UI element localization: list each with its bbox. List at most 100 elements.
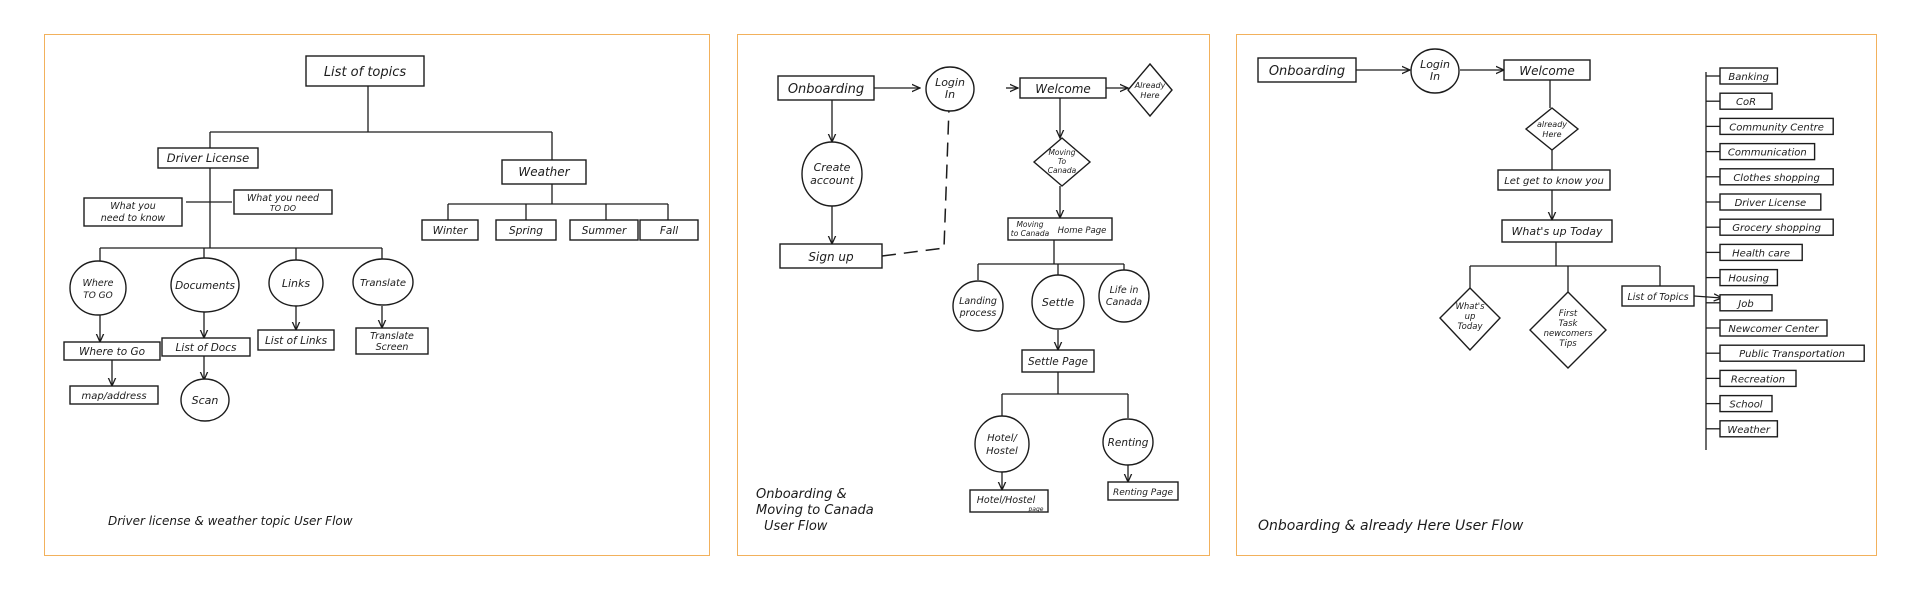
p3-list-of-topics-box: List of Topics [1621, 285, 1695, 307]
svg-text:to Canada: to Canada [1011, 229, 1050, 238]
svg-text:What's up Today: What's up Today [1512, 225, 1603, 238]
topic-box-banking: Banking [1719, 67, 1779, 85]
topic-label: CoR [1736, 97, 1756, 108]
svg-text:Life in: Life in [1110, 285, 1139, 296]
p1-connectors [100, 86, 669, 386]
p2-home-page-box: Moving to Canada Home Page [1007, 217, 1113, 241]
svg-text:Moving: Moving [1016, 220, 1043, 229]
p2-onboarding-box: Onboarding [777, 75, 875, 101]
p2-connectors [832, 80, 1128, 490]
svg-text:Tips: Tips [1559, 339, 1577, 349]
p2-renting-circle: Renting [1102, 418, 1154, 466]
svg-text:Welcome: Welcome [1035, 82, 1091, 96]
p3-whats-up-today-box: What's up Today [1501, 219, 1613, 243]
p1-what-you-need-to-know-box: What you need to know [83, 197, 183, 227]
svg-text:Summer: Summer [582, 225, 627, 237]
p3-caption: Onboarding & already Here User Flow [1258, 518, 1524, 534]
svg-text:Canada: Canada [1106, 297, 1142, 308]
topic-label: Recreation [1731, 374, 1785, 385]
svg-text:Driver License: Driver License [167, 151, 249, 165]
topic-label: Newcomer Center [1728, 324, 1819, 335]
svg-text:need to know: need to know [101, 213, 166, 224]
svg-text:Renting: Renting [1108, 437, 1149, 449]
svg-text:What's: What's [1455, 302, 1485, 312]
svg-text:Here: Here [1140, 91, 1159, 100]
topic-label: Clothes shopping [1733, 173, 1820, 184]
topic-box-community-centre: Community Centre [1719, 117, 1834, 136]
p2-settle-circle: Settle [1031, 274, 1085, 330]
svg-text:Links: Links [282, 277, 311, 290]
svg-text:Home Page: Home Page [1058, 226, 1107, 236]
svg-text:up: up [1465, 312, 1476, 322]
svg-text:Where to Go: Where to Go [79, 346, 145, 358]
p1-where-to-go-box: Where to Go [63, 341, 161, 361]
p3-whats-up-today-diamond: What's up Today [1439, 287, 1501, 352]
topic-label: School [1729, 400, 1762, 411]
topic-box-weather: Weather [1719, 420, 1779, 438]
p1-fall-box: Fall [639, 219, 699, 241]
svg-text:Scan: Scan [192, 394, 219, 407]
p1-translate-circle: Translate [352, 258, 414, 306]
p1-weather-box: Weather [501, 159, 587, 185]
svg-text:Task: Task [1559, 319, 1579, 329]
p2-sign-up-box: Sign up [779, 243, 883, 269]
p1-translate-screen-box: Translate Screen [355, 327, 429, 355]
p2-login-circle: Login In [925, 66, 975, 112]
svg-text:Already: Already [1134, 81, 1166, 90]
svg-text:List of Links: List of Links [265, 335, 328, 347]
svg-text:Moving to Canada: Moving to Canada [756, 503, 874, 518]
topic-label: Health care [1732, 248, 1790, 259]
svg-text:Weather: Weather [518, 165, 570, 179]
p2-create-account-circle: Create account [801, 141, 863, 207]
p2-renting-page-box: Renting Page [1107, 481, 1179, 501]
p2-landing-process-circle: Landing process [952, 280, 1004, 332]
topic-box-cor: CoR [1719, 92, 1773, 110]
svg-text:To: To [1058, 157, 1067, 166]
svg-text:Onboarding: Onboarding [1269, 64, 1345, 79]
p1-scan-circle: Scan [180, 378, 230, 422]
topic-box-newcomer-center: Newcomer Center [1719, 319, 1828, 337]
topic-label: Public Transportation [1739, 349, 1845, 360]
topic-box-driver-license: Driver License [1719, 193, 1822, 211]
p1-what-you-need-to-do-box: What you need TO DO [233, 189, 333, 215]
svg-text:Let get to know you: Let get to know you [1504, 176, 1604, 187]
svg-text:Spring: Spring [509, 225, 543, 237]
topic-label: Driver License [1735, 198, 1807, 209]
svg-text:Hotel/: Hotel/ [987, 433, 1018, 444]
p1-summer-box: Summer [569, 219, 639, 241]
svg-text:Onboarding &: Onboarding & [756, 487, 847, 502]
topic-label: Grocery shopping [1732, 223, 1821, 234]
topic-label: Job [1736, 299, 1753, 310]
p3-onboarding-box: Onboarding [1257, 57, 1357, 83]
svg-text:Renting Page: Renting Page [1113, 488, 1173, 498]
p1-driver-license-box: Driver License [157, 147, 259, 169]
p3-already-here-diamond: already Here [1524, 107, 1580, 151]
p3-connectors [1356, 70, 1722, 450]
svg-text:Hostel: Hostel [986, 446, 1018, 457]
svg-text:Moving: Moving [1048, 148, 1075, 157]
p1-caption: Driver license & weather topic User Flow [108, 514, 353, 528]
svg-text:TO DO: TO DO [270, 204, 296, 213]
svg-text:newcomers: newcomers [1544, 329, 1593, 339]
svg-text:account: account [810, 174, 855, 187]
svg-text:Screen: Screen [376, 342, 409, 353]
svg-text:List of Docs: List of Docs [176, 342, 237, 354]
topic-box-school: School [1719, 394, 1773, 413]
topic-label: Community Centre [1729, 122, 1824, 133]
svg-text:Fall: Fall [660, 225, 678, 237]
topic-box-housing: Housing [1719, 268, 1779, 287]
svg-text:already: already [1537, 120, 1567, 129]
p2-moving-to-canada-diamond: Moving To Canada [1032, 137, 1092, 187]
svg-text:Settle Page: Settle Page [1028, 356, 1088, 368]
svg-text:Onboarding: Onboarding [788, 82, 864, 97]
p1-map-address-box: map/address [69, 385, 159, 405]
p1-winter-box: Winter [421, 219, 479, 241]
topic-label: Weather [1727, 425, 1771, 436]
topic-box-clothes-shopping: Clothes shopping [1719, 168, 1834, 186]
svg-text:What you: What you [110, 201, 155, 212]
p2-settle-page-box: Settle Page [1021, 349, 1095, 373]
svg-text:Hotel/Hostel: Hotel/Hostel [977, 495, 1036, 506]
p3-login-circle: Login In [1410, 48, 1460, 94]
svg-text:Documents: Documents [175, 280, 235, 292]
